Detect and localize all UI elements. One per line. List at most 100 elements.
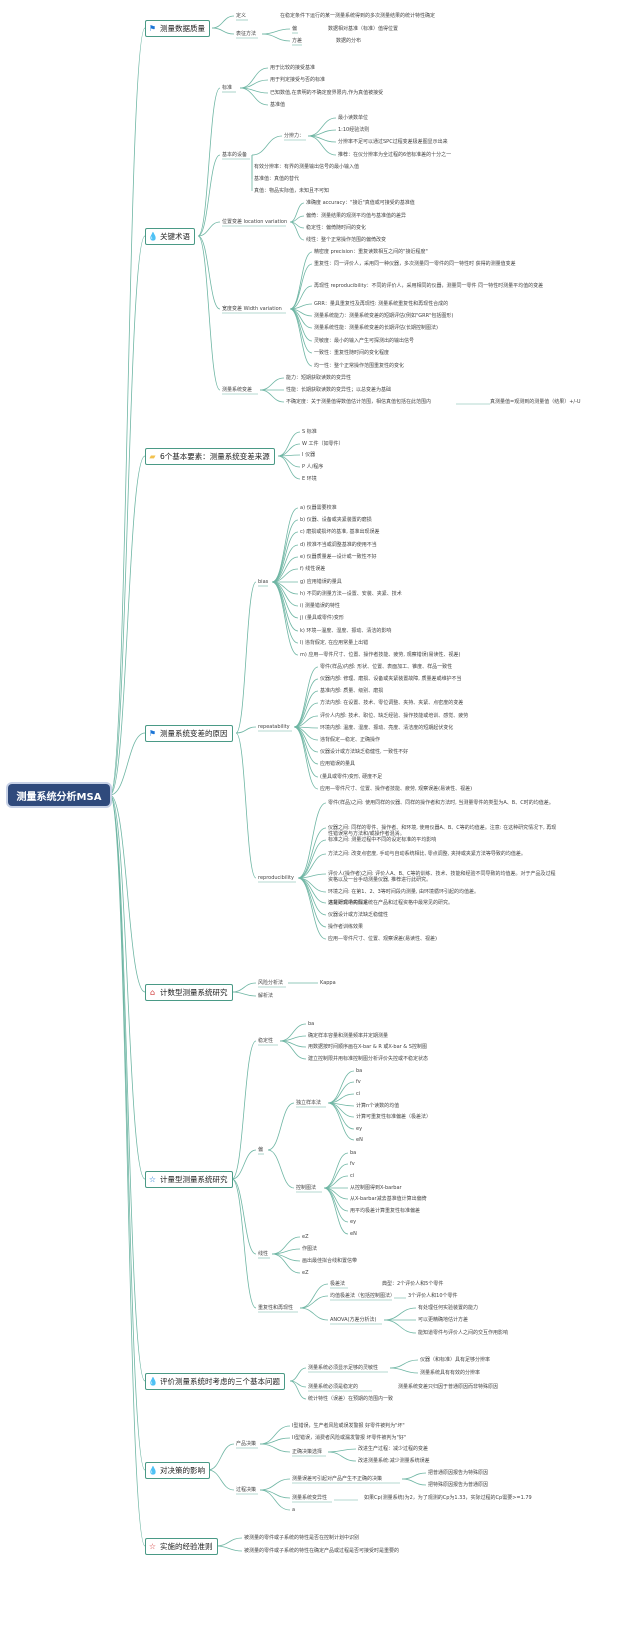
list-item[interactable]: 用于判定接受与否的标准 [270, 77, 326, 83]
branch-node[interactable]: ⚑测量数据质量 [145, 20, 210, 37]
list-item[interactable]: 零件(样品)之间: 使用同样的仪器、同样的操作者和方法时, 当测量零件的类型为A… [328, 800, 554, 806]
definition-text[interactable]: 在稳定条件下运行的某一测量系统得到的多次测量结果的统计特性确定 [280, 13, 436, 19]
list-item[interactable]: 建立控制限并用标准控制图分析评价失控或不稳定状态 [308, 1056, 429, 1062]
term-label[interactable]: 宽度变差 Width variation [222, 306, 282, 312]
term-label[interactable]: 基本的设备 [222, 152, 248, 158]
list-item[interactable]: 计算可重复性标准偏差（极差法） [356, 1114, 432, 1120]
branch-node[interactable]: ⌂计数型测量系统研究 [145, 984, 233, 1001]
list-item[interactable]: 用于比较的接受基准 [270, 65, 316, 71]
list-item[interactable]: 有效分辨率：有界的测量输出信号的最小输入值 [254, 164, 360, 170]
list-item[interactable]: 方法内部: 在设置、技术、零位调整、夹持、夹紧、点密度的变差 [320, 700, 464, 706]
term-label[interactable]: 表征方法 [236, 31, 257, 37]
list-item[interactable]: 环境之间: 在第1、2、3等时间段内测量, 由环境循环引起的均值差。 [328, 889, 479, 895]
term-label[interactable]: 解析法 [258, 993, 274, 999]
list-item[interactable]: ci [350, 1173, 355, 1179]
branch-node[interactable]: ☆计量型测量系统研究 [145, 1171, 233, 1188]
list-item[interactable]: 操作者训练效果 [328, 924, 364, 930]
list-item[interactable]: 零件(样品)内部: 形状、位置、表面加工、锥度、样品一致性 [320, 664, 453, 670]
list-item[interactable]: eN [350, 1231, 357, 1237]
branch-node[interactable]: ▰6个基本要素：测量系统变差来源 [145, 448, 275, 465]
list-item[interactable]: c) 磨损或损坏的基准, 基准出现误差 [300, 529, 380, 535]
list-item[interactable]: 评价人(操作者)之间: 评价人A、B、C等的训练、技术、技能和经验不同导致的均值… [328, 871, 556, 883]
description-text[interactable]: 测量系统变差只归因于普通原因而非特殊原因 [398, 1384, 499, 1390]
list-item[interactable]: GRR：量具重复性及再现性: 测量系统重复性和再现性合成的 [314, 301, 449, 307]
list-item[interactable]: 方法之间: 改变点密度, 手动与自动系统相比, 零点调整, 夹持或夹紧方法等导致… [328, 851, 526, 857]
list-item[interactable]: 用数据按时间顺序画在X-bar & R 或X-bar & S控制图 [308, 1044, 427, 1050]
term-label[interactable]: ANOVA(方差分析法) [330, 1317, 377, 1323]
list-item[interactable]: 精密度 precision：重复读数相互之间的"接近程度" [314, 249, 428, 255]
list-item[interactable]: 应用错误的量具 [320, 761, 356, 767]
term-label[interactable]: 测量系统变异性 [292, 1495, 328, 1501]
description-text[interactable]: 典型：2个评价人和5个零件 [382, 1281, 444, 1287]
list-item[interactable]: 1:10经验法则 [338, 127, 370, 133]
branch-node[interactable]: 💧对决策的影响 [145, 1462, 210, 1479]
term-label[interactable]: reproducibility [258, 875, 294, 881]
list-item[interactable]: m) 应用—零件尺寸、位置、操作者技能、疲劳, 观察错误(易读性、视差) [300, 652, 461, 658]
list-item[interactable]: h) 不同的测量方法—设置、安装、夹紧、技术 [300, 591, 402, 597]
list-item[interactable]: 把普通原因报告为特殊原因 [428, 1470, 489, 1476]
term-label[interactable]: 测量误差可引起对产品产生不正确的决策 [292, 1476, 383, 1482]
list-item[interactable]: 仪器设计或方法缺乏稳健性, 一致性不好 [320, 749, 409, 755]
branch-node[interactable]: ☆实施的经验准则 [145, 1538, 218, 1555]
list-item[interactable]: eN [356, 1137, 363, 1143]
description-text[interactable]: 3个评价人和10个零件 [408, 1293, 458, 1299]
term-label[interactable]: 稳定性 [258, 1038, 274, 1044]
list-item[interactable]: k) 环境—温度、湿度、振动、清洁的影响 [300, 628, 392, 634]
term-label[interactable]: 偏 [292, 26, 298, 32]
term-label[interactable]: 控制图法 [296, 1185, 317, 1191]
list-item[interactable]: ba [350, 1150, 357, 1156]
term-label[interactable]: 偏 [258, 1147, 264, 1153]
list-item[interactable]: 画出最佳拟合线和置信带 [302, 1258, 358, 1264]
list-item[interactable]: 准确度 accuracy："接近"真值或可接受的基准值 [306, 200, 415, 206]
list-item[interactable]: ba [308, 1021, 315, 1027]
list-item[interactable]: fv [356, 1079, 361, 1085]
list-item[interactable]: W 工件（如零件） [302, 441, 344, 447]
branch-node[interactable]: ⚑测量系统变差的原因 [145, 725, 233, 742]
list-item[interactable]: 测量系统能力：测量系统变差的短期评估(例如"GRR"包括图形) [314, 313, 454, 319]
list-item[interactable]: 线性：整个正常操作范围的偏倚改变 [306, 237, 387, 243]
root-node[interactable]: 测量系统分析MSA [8, 784, 110, 806]
term-label[interactable]: repeatability [258, 724, 290, 730]
list-item[interactable]: 最小读数单位 [338, 115, 369, 121]
term-label[interactable]: bias [258, 579, 269, 585]
list-item[interactable]: l) 违背假定, 在应用常量上出错 [300, 640, 369, 646]
term-label[interactable]: 测量系统必须显示足够的灵敏性 [308, 1365, 379, 1371]
term-label[interactable]: 独立样本法 [296, 1100, 322, 1106]
term-label[interactable]: 标准 [222, 85, 233, 91]
list-item[interactable]: 把特殊原因报告为普通原因 [428, 1482, 489, 1488]
list-item[interactable]: 测量系统性能：测量系统变差的长期评估(长期控制图法) [314, 325, 438, 331]
list-item[interactable]: 被测量的零件或子系统的特性在确定产品或过程是否可接受时是重要的 [244, 1548, 400, 1554]
list-item[interactable]: 一致性：重复性随时间的变化程度 [314, 350, 390, 356]
formula-text[interactable]: 真测量值=观测到的测量值（结果）+/-U [490, 399, 581, 405]
description-text[interactable]: 数据的分布 [336, 38, 362, 44]
branch-node[interactable]: 💧评价测量系统时考虑的三个基本问题 [145, 1373, 285, 1390]
list-item[interactable]: 被测量的零件或子系统的特性是否在控制计划中识别 [244, 1535, 360, 1541]
list-item[interactable]: 计算n个读数的均值 [356, 1103, 400, 1109]
list-item[interactable]: 改进测量系统:减少测量系统误差 [358, 1458, 430, 1464]
list-item[interactable]: 分辨率不足可以通过SPC过程变差极差图显示出来 [338, 139, 448, 145]
list-item[interactable]: 作图法 [302, 1246, 318, 1252]
list-item[interactable]: S 标准 [302, 429, 317, 435]
list-item[interactable]: 这是对现场实际系统在产品和过程资格中最常见的研究。 [328, 900, 454, 906]
list-item[interactable]: 违背假定—稳定、正确操作 [320, 737, 381, 743]
list-item[interactable]: 可以更精确地估计方差 [418, 1317, 469, 1323]
list-item[interactable]: fv [350, 1161, 355, 1167]
list-item[interactable]: b) 仪器、设备或夹紧装置的磨损 [300, 517, 372, 523]
list-item[interactable]: II型错误，消费者风险或漏发警报 坏零件被判为"好" [292, 1435, 407, 1441]
list-item[interactable]: I型错误，生产者风险或误发警报 好零件被判为"坏" [292, 1423, 405, 1429]
term-label[interactable]: 定义 [236, 13, 247, 19]
list-item[interactable]: d) 校准不当或调整基准的使用不当 [300, 542, 377, 548]
list-item[interactable]: 违背研究中的假定 [328, 900, 369, 906]
list-item[interactable]: 已知数值,在表明的不确定度界限内,作为真值被接受 [270, 90, 384, 96]
list-item[interactable]: 应用—零件尺寸、位置、操作者技能、疲劳, 观察误差(易读性、视差) [320, 786, 473, 792]
list-item[interactable]: 仪器内部: 修理、磨损、设备或夹紧装置故障, 质量差或维护不当 [320, 676, 462, 682]
list-item[interactable]: 从控制图得到X-barbar [350, 1185, 402, 1191]
term-label[interactable]: 测量系统必须是稳定的 [308, 1384, 359, 1390]
list-item[interactable]: 偏倚：测量结果的观测平均值与基准值的差异 [306, 213, 407, 219]
list-item[interactable]: 灵敏度：最小的输入产生可探测出的输出信号 [314, 338, 415, 344]
list-item[interactable]: 确定样本容量和测量频率并定期测量 [308, 1033, 389, 1039]
term-label[interactable]: 产品决策 [236, 1441, 257, 1447]
list-item[interactable]: 仪器（和标准）具有足够分辨率 [420, 1357, 491, 1363]
list-item[interactable]: 推荐：在仪分辨率为全过程的6倍标准差的十分之一 [338, 152, 452, 158]
term-label[interactable]: 重复性和再现性 [258, 1305, 294, 1311]
